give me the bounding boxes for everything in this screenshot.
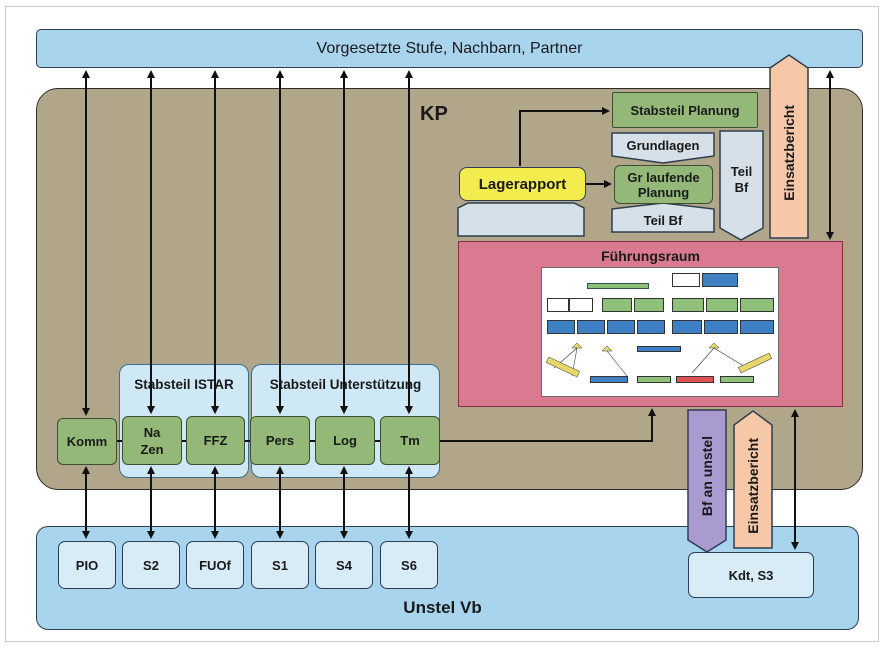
mini-bar-3 <box>702 273 738 287</box>
box-pio-label: PIO <box>75 557 99 573</box>
bf-an-unstel-label-wrap: Bf an unstel <box>688 412 726 540</box>
box-kdt-s3: Kdt, S3 <box>688 552 814 598</box>
node-log: Log <box>315 416 375 465</box>
stabsteil-planung-label: Stabsteil Planung <box>630 102 740 118</box>
mini-bar-1 <box>587 283 649 289</box>
node-ffz: FFZ <box>186 416 245 465</box>
node-pers: Pers <box>250 416 310 465</box>
node-pers-label: Pers <box>265 433 295 448</box>
gr-laufende-planung-box: Gr laufende Planung <box>614 165 713 204</box>
mini-bar-9 <box>706 298 738 312</box>
box-s6-label: S6 <box>401 557 417 573</box>
box-s1-label: S1 <box>272 557 288 573</box>
box-pio: PIO <box>58 541 116 589</box>
mini-bar-13 <box>607 320 635 334</box>
kp-label: KP <box>420 103 448 125</box>
mini-bar-19 <box>590 376 628 383</box>
teil-bf-bottom-label: Teil Bf <box>643 213 683 228</box>
node-nazen: Na Zen <box>122 416 182 465</box>
node-nazen-line1: Na <box>143 424 161 440</box>
lagerapport-box: Lagerapport <box>459 167 586 201</box>
node-komm-label: Komm <box>66 434 108 449</box>
mini-bar-4 <box>547 298 569 312</box>
gr-laufende-line2: Planung <box>637 184 690 200</box>
fuehrungsraum-label: Führungsraum <box>601 248 700 264</box>
mini-bar-15 <box>672 320 702 334</box>
node-log-label: Log <box>333 433 357 448</box>
mini-bar-6 <box>602 298 632 312</box>
mini-bar-2 <box>672 273 700 287</box>
box-s4: S4 <box>315 541 373 589</box>
lagerapport-label: Lagerapport <box>478 175 567 193</box>
teil-bf-bottom-label-wrap: Teil Bf <box>612 209 714 232</box>
grundlagen-label-wrap: Grundlagen <box>612 134 714 156</box>
grundlagen-label: Grundlagen <box>626 137 700 153</box>
teil-bf-side-line1: Teil <box>730 164 753 179</box>
box-kdt-s3-label: Kdt, S3 <box>728 567 774 583</box>
group-istar-label: Stabsteil ISTAR <box>134 377 234 392</box>
box-fuof-label: FUOf <box>199 557 231 573</box>
mini-bar-22 <box>720 376 754 383</box>
mini-bar-12 <box>577 320 605 334</box>
einsatzbericht-top-label: Einsatzbericht <box>781 105 797 201</box>
mini-bar-5 <box>569 298 593 312</box>
bf-an-unstel-label: Bf an unstel <box>699 435 715 517</box>
unstel-vb-label: Unstel Vb <box>403 598 482 617</box>
mini-bar-8 <box>672 298 704 312</box>
node-tm: Tm <box>380 416 440 465</box>
box-s6: S6 <box>380 541 438 589</box>
mini-bar-20 <box>637 376 671 383</box>
frame <box>5 6 879 642</box>
mini-bar-11 <box>547 320 575 334</box>
stabsteil-planung-box: Stabsteil Planung <box>612 92 758 128</box>
situation-wall-image <box>541 267 779 397</box>
mini-projector-lines <box>545 342 773 378</box>
superior-level-label: Vorgesetzte Stufe, Nachbarn, Partner <box>316 39 583 57</box>
mini-bar-18 <box>637 346 681 352</box>
mini-bar-21 <box>676 376 714 383</box>
superior-level-bar: Vorgesetzte Stufe, Nachbarn, Partner <box>36 29 863 68</box>
einsatzbericht-top-label-wrap: Einsatzbericht <box>770 70 808 236</box>
group-unterstuetzung-label: Stabsteil Unterstützung <box>269 377 422 392</box>
box-s4-label: S4 <box>336 557 352 573</box>
mini-bar-17 <box>740 320 774 334</box>
mini-bar-10 <box>740 298 774 312</box>
mini-bar-16 <box>704 320 738 334</box>
node-tm-label: Tm <box>400 433 420 448</box>
node-komm: Komm <box>57 418 117 465</box>
node-nazen-line2: Zen <box>140 441 164 457</box>
box-fuof: FUOf <box>186 541 244 589</box>
mini-bar-7 <box>634 298 664 312</box>
einsatzbericht-bottom-label-wrap: Einsatzbericht <box>734 425 772 547</box>
gr-laufende-line1: Gr laufende <box>627 169 700 185</box>
node-ffz-label: FFZ <box>203 433 228 448</box>
einsatzbericht-bottom-label: Einsatzbericht <box>745 438 761 534</box>
teil-bf-side-line2: Bf <box>734 180 749 195</box>
teil-bf-side-label-wrap: Teil Bf <box>720 160 763 200</box>
box-s2-label: S2 <box>143 557 159 573</box>
box-s1: S1 <box>251 541 309 589</box>
box-s2: S2 <box>122 541 180 589</box>
mini-bar-14 <box>637 320 665 334</box>
